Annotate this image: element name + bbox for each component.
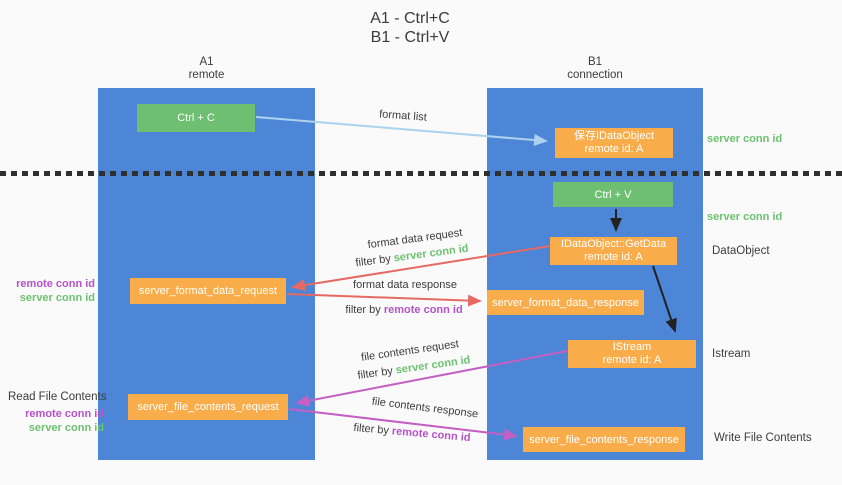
node-ctrl-c-label: Ctrl + C [177, 112, 215, 124]
node-istream-line1: IStream [612, 341, 652, 353]
title-line-1: A1 - Ctrl+C [370, 10, 450, 27]
filter-by-text: filter by [354, 252, 392, 270]
filter-by-text: filter by [356, 365, 394, 382]
filter-remote-conn-id: remote conn id [391, 425, 471, 445]
label-istream-side: Istream [712, 348, 751, 360]
node-idataobject-getdata: IDataObject::GetData remote id: A [550, 237, 677, 265]
label-remote-conn-id-format: remote conn id [16, 278, 95, 290]
filter-by-text: filter by [353, 421, 390, 437]
node-server-format-data-response-label: server_format_data_response [492, 296, 639, 309]
label-dataobject: DataObject [712, 245, 770, 257]
label-server-conn-id-file: server conn id [28, 421, 104, 434]
node-save-idataobject: 保存IDataObject remote id: A [555, 128, 673, 158]
node-server-file-contents-response: server_file_contents_response [523, 427, 685, 452]
label-filter-file-response: filter by remote conn id [322, 419, 502, 447]
node-ctrl-v-label: Ctrl + V [594, 188, 632, 201]
label-filter-format-response: filter by remote conn id [314, 304, 494, 316]
phase-divider-dashed-line [0, 171, 842, 176]
node-server-format-data-request-label: server_format_data_request [138, 285, 278, 297]
arrow-format-data-response [286, 293, 482, 307]
node-istream-line2: remote id: A [602, 354, 662, 366]
label-group-file-conn-ids: remote conn id server conn id [0, 408, 104, 435]
label-file-contents-response: file contents response [371, 395, 479, 421]
label-server-conn-id-format: server conn id [19, 292, 95, 304]
node-server-format-data-response: server_format_data_response [487, 290, 644, 315]
node-server-format-data-request: server_format_data_request [130, 278, 286, 304]
node-idataobject-getdata-line2: remote id: A [584, 251, 643, 263]
title-line-2: B1 - Ctrl+V [370, 29, 450, 46]
column-a1-name: A1 [199, 56, 214, 68]
label-remote-conn-id-file: remote conn id [25, 408, 104, 420]
label-server-conn-id-mid: server conn id [707, 211, 783, 223]
filter-by-text: filter by [345, 304, 381, 316]
node-ctrl-c: Ctrl + C [137, 104, 255, 132]
column-header-a1: A1 remote [98, 56, 315, 82]
node-save-idataobject-line2: remote id: A [584, 143, 644, 155]
column-header-b1: B1 connection [487, 56, 703, 82]
column-b1-name: B1 [587, 56, 603, 68]
column-b1-subtitle: connection [567, 69, 623, 81]
label-format-list: format list [378, 108, 428, 124]
node-server-file-contents-request-label: server_file_contents_request [137, 401, 279, 413]
label-format-data-response: format data response [353, 279, 457, 291]
label-server-conn-id-top: server conn id [707, 133, 783, 145]
node-server-file-contents-request: server_file_contents_request [128, 394, 288, 420]
node-save-idataobject-line1: 保存IDataObject [573, 130, 655, 142]
node-idataobject-getdata-line1: IDataObject::GetData [560, 238, 667, 250]
label-group-format-conn-ids: remote conn id server conn id [0, 277, 95, 305]
column-a1-subtitle: remote [188, 69, 225, 81]
node-ctrl-v: Ctrl + V [553, 182, 673, 207]
label-write-file-contents: Write File Contents [714, 432, 812, 444]
node-server-file-contents-response-label: server_file_contents_response [529, 433, 679, 446]
label-read-file-contents: Read File Contents [8, 391, 107, 403]
diagram-title: A1 - Ctrl+C B1 - Ctrl+V [260, 9, 560, 47]
node-istream: IStream remote id: A [568, 340, 696, 368]
filter-remote-conn-id: remote conn id [383, 304, 463, 316]
